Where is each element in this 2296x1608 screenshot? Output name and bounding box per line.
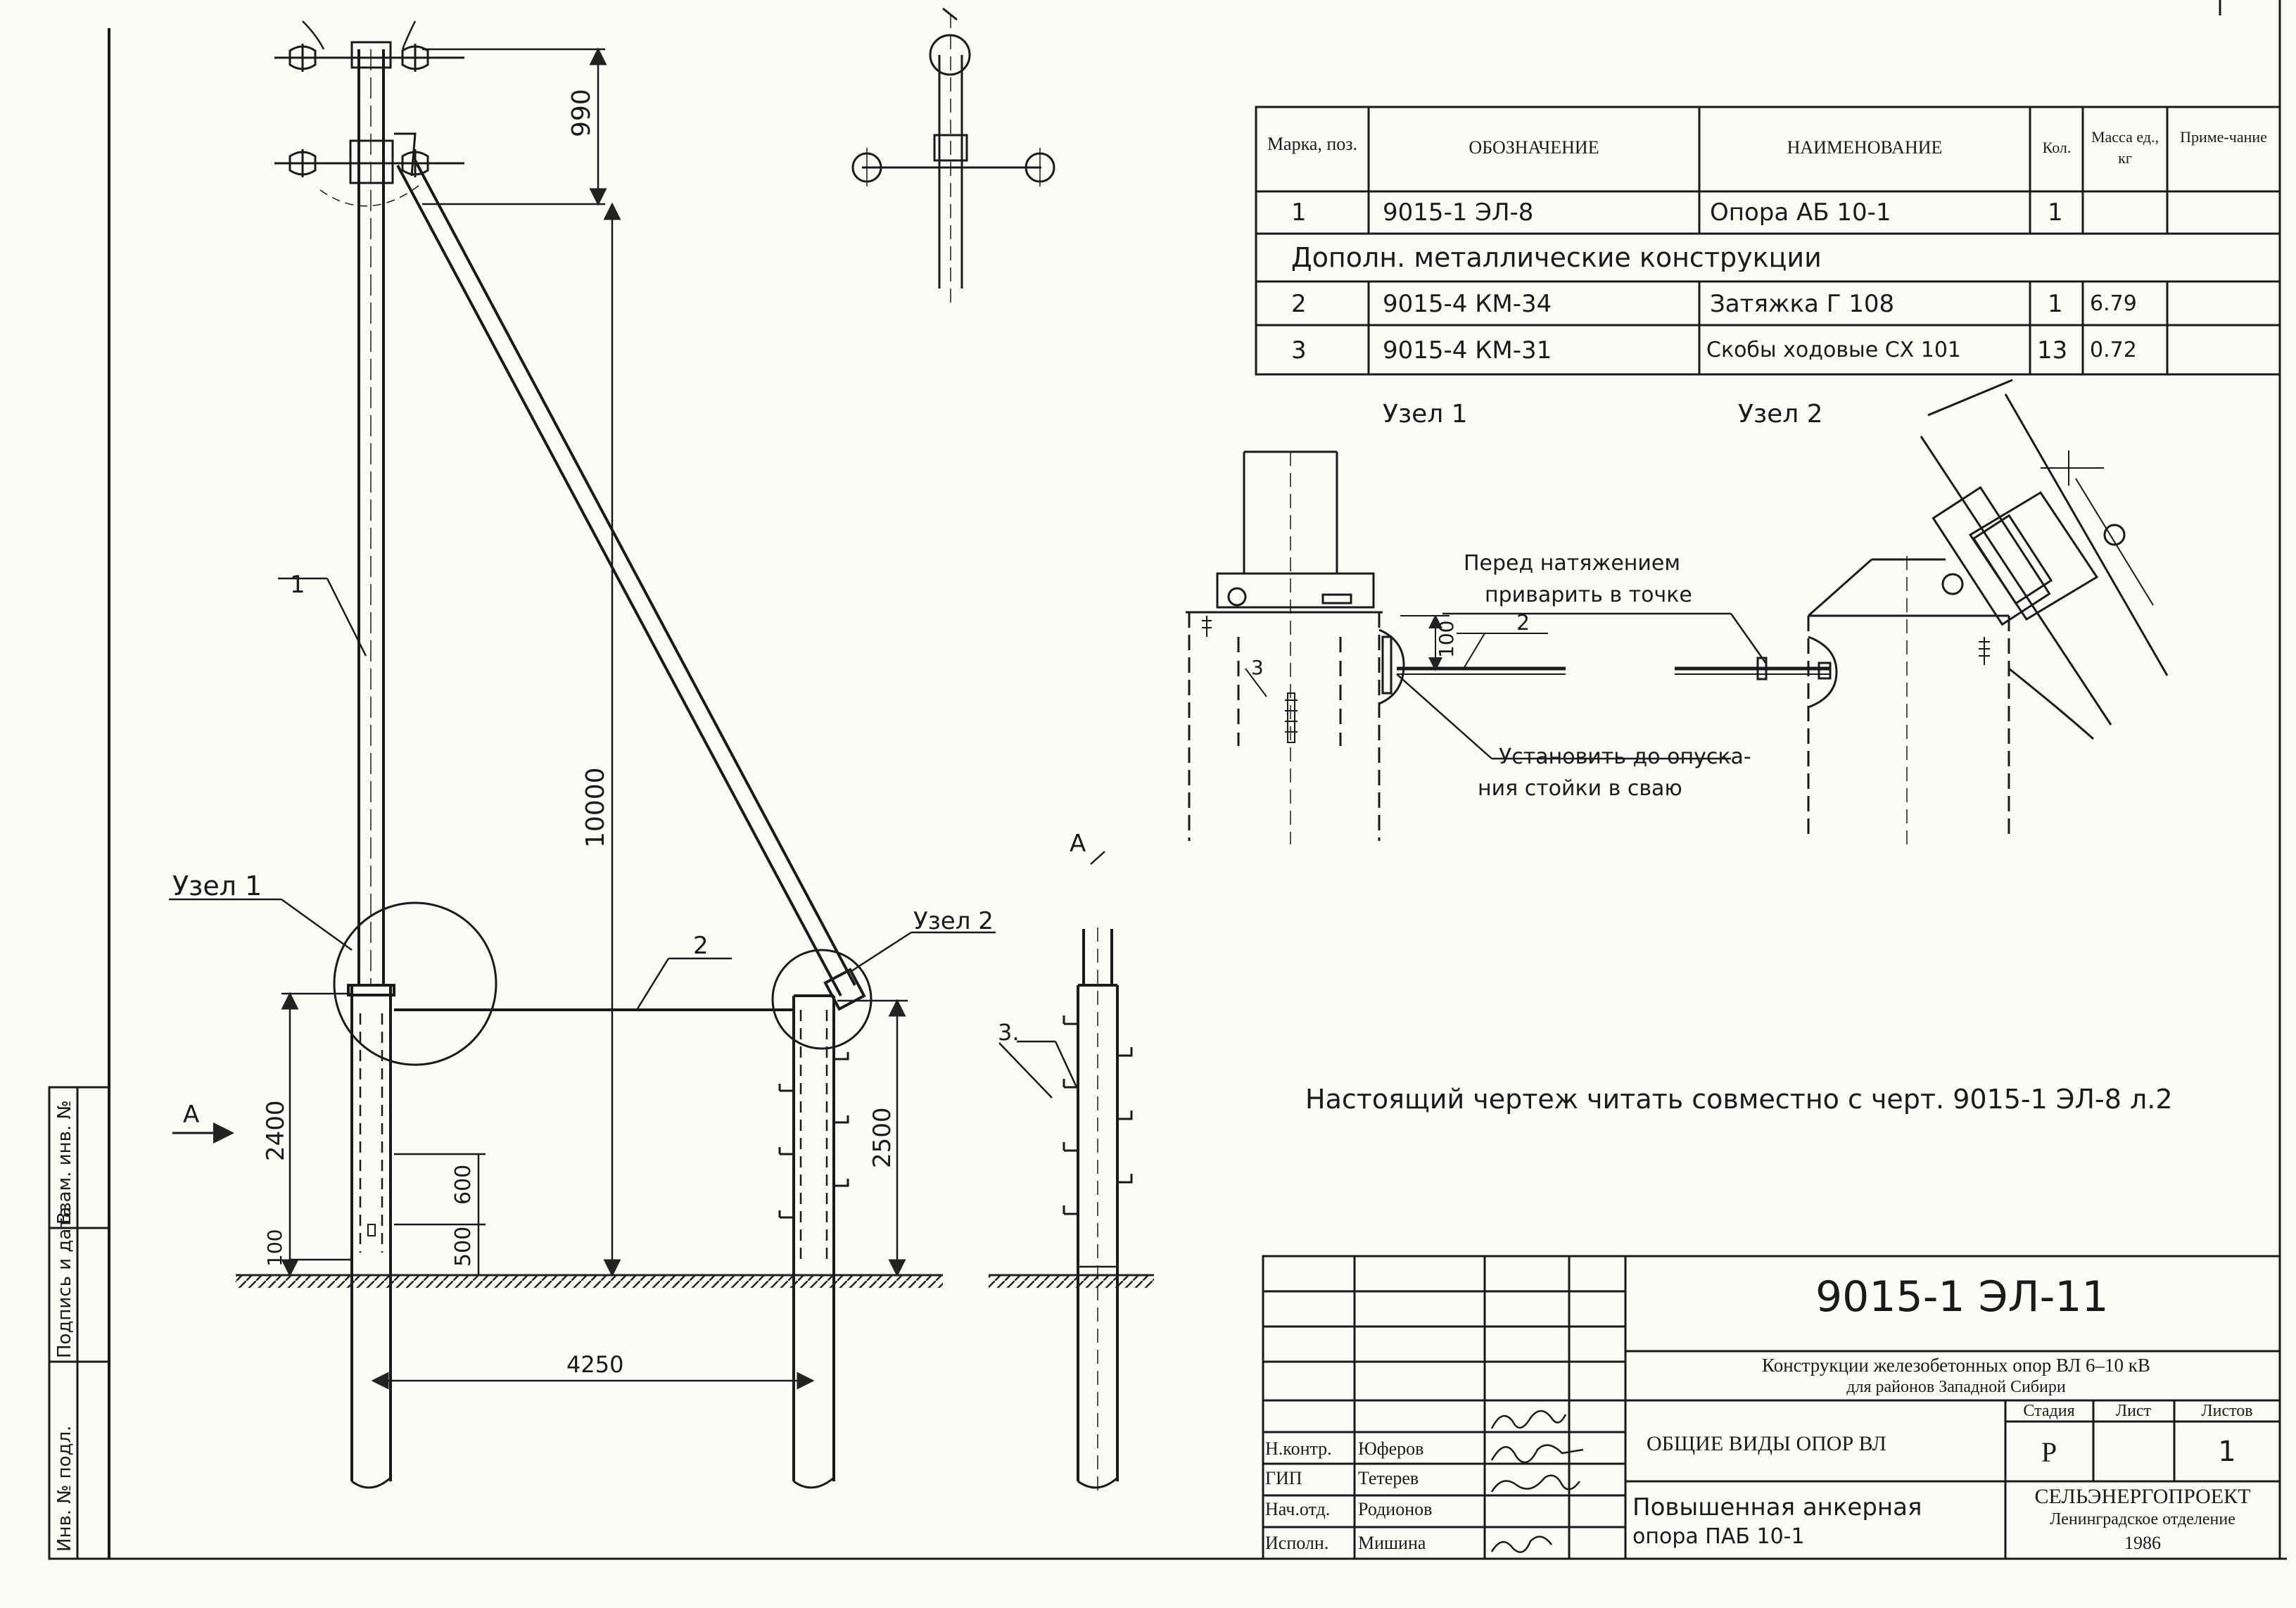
sheets-value: 1 [2218, 1436, 2236, 1468]
project-line1: Конструкции железобетонных опор ВЛ 6–10 … [1762, 1355, 2150, 1376]
title-block-grid [1262, 1255, 2281, 1560]
org-line2: Ленинградское отделение [2050, 1510, 2235, 1528]
signer-role: ГИП [1265, 1468, 1302, 1488]
th-name: НАИМЕНОВАНИЕ [1787, 137, 1943, 158]
signer-role: Исполн. [1265, 1533, 1329, 1553]
stage-value: Р [2041, 1436, 2057, 1468]
signer-role: Нач.отд. [1265, 1499, 1331, 1519]
pos-2-label: 2 [693, 932, 709, 960]
signer-name: Мишина [1358, 1533, 1426, 1553]
pos-2-node-label: 2 [1516, 611, 1530, 635]
node2-circle [771, 949, 873, 1050]
row2-designation: 9015-4 КМ-34 [1383, 290, 1552, 318]
side-inv-orig: Инв. № подл. [54, 1426, 75, 1552]
leaders [169, 577, 1053, 1099]
signatures [1490, 1410, 1584, 1553]
node2-callout: Узел 2 [913, 907, 994, 935]
sheet-label: Лист [2115, 1402, 2152, 1420]
anchor-pile [792, 994, 835, 1489]
main-note: Настоящий чертеж читать совместно с черт… [1305, 1084, 2173, 1115]
th-note: Приме-чание [2180, 128, 2267, 146]
side-stamp-text: Взам. инв. № Подпись и дата Инв. № подл. [54, 1100, 75, 1552]
dimensions [281, 47, 908, 1390]
signer-name: Юферов [1358, 1438, 1424, 1459]
dim-10000: 10000 [581, 767, 610, 848]
dim-4250: 4250 [566, 1351, 623, 1378]
dim-2500: 2500 [868, 1107, 896, 1168]
sheet-title: ОБЩИЕ ВИДЫ ОПОР ВЛ [1647, 1432, 1886, 1455]
dim-2400: 2400 [262, 1100, 290, 1161]
main-pole [347, 49, 395, 1489]
row3-mark: 3 [1291, 336, 1307, 365]
stage-label: Стадия [2023, 1402, 2075, 1420]
sheets-label: Листов [2201, 1402, 2253, 1420]
pos-1-label: 1 [290, 571, 305, 599]
org-line1: СЕЛЬЭНЕРГОПРОЕКТ [2034, 1485, 2251, 1508]
ground-line [236, 1274, 1154, 1288]
node1-callout: Узел 1 [172, 871, 262, 901]
view-a-left-label: А [183, 1101, 199, 1129]
node1-circle [333, 901, 497, 1066]
row2-name: Затяжка Г 108 [1710, 290, 1895, 318]
side-sign-date: Подпись и дата [54, 1207, 75, 1358]
row3-name: Скобы ходовые СХ 101 [1706, 338, 1962, 362]
anchor-pile-steps [778, 1052, 849, 1219]
side-replace-inv: Взам. инв. № [54, 1100, 75, 1224]
side-stamp [48, 1086, 110, 1560]
note-install-line1: Установить до опуска- [1499, 745, 1751, 769]
top-crossarms [274, 20, 464, 207]
note-weld-line2: приварить в точке [1485, 583, 1692, 607]
note-weld-line1: Перед натяжением [1464, 551, 1680, 576]
dim-100-node: 100 [1435, 621, 1458, 658]
view-a-right-label: А [1070, 830, 1086, 858]
section-label: Дополн. металлические конструкции [1291, 243, 1822, 272]
node1-title: Узел 1 [1383, 400, 1468, 429]
drawing-name-line2: опора ПАБ 10-1 [1632, 1524, 1805, 1549]
row1-mark: 1 [1291, 198, 1307, 227]
row3-qty: 13 [2037, 336, 2068, 365]
org-year: 1986 [2124, 1533, 2161, 1553]
row3-designation: 9015-4 КМ-31 [1383, 336, 1552, 365]
node2-title: Узел 2 [1738, 400, 1823, 429]
row1-qty: 1 [2048, 198, 2063, 227]
dim-100-left: 100 [263, 1229, 286, 1267]
note-install-line2: ния стойки в сваю [1478, 776, 1682, 801]
signer-name: Родионов [1358, 1499, 1433, 1519]
node1-detail [1186, 450, 1768, 844]
th-qty: Кол. [2042, 139, 2072, 156]
project-line2: для районов Западной Сибири [1846, 1378, 2066, 1396]
dim-600: 600 [451, 1165, 476, 1205]
drawing-code: 9015-1 ЭЛ-11 [1815, 1272, 2109, 1322]
row1-designation: 9015-1 ЭЛ-8 [1383, 198, 1534, 227]
node2-detail [1675, 379, 2169, 844]
signer-name: Тетерев [1358, 1468, 1419, 1488]
drawing-name-line1: Повышенная анкерная [1632, 1493, 1922, 1521]
row2-qty: 1 [2048, 290, 2063, 318]
pos-3-node-label: 3 [1251, 656, 1264, 679]
view-a-side [1017, 851, 1133, 1492]
row1-name: Опора АБ 10-1 [1710, 198, 1891, 227]
spec-table-grid [1255, 106, 2281, 376]
pos-3-label: 3. [998, 1019, 1020, 1046]
th-mass: Масса ед., кг [2091, 128, 2159, 167]
dim-500: 500 [451, 1227, 476, 1267]
row2-mass: 6.79 [2090, 291, 2137, 316]
th-mark: Марка, поз. [1267, 134, 1358, 154]
row2-mark: 2 [1291, 290, 1307, 318]
th-designation: ОБОЗНАЧЕНИЕ [1469, 137, 1599, 158]
dim-990: 990 [567, 89, 596, 137]
row3-mass: 0.72 [2090, 338, 2137, 362]
signer-role: Н.контр. [1265, 1438, 1332, 1459]
top-view [851, 7, 1055, 303]
